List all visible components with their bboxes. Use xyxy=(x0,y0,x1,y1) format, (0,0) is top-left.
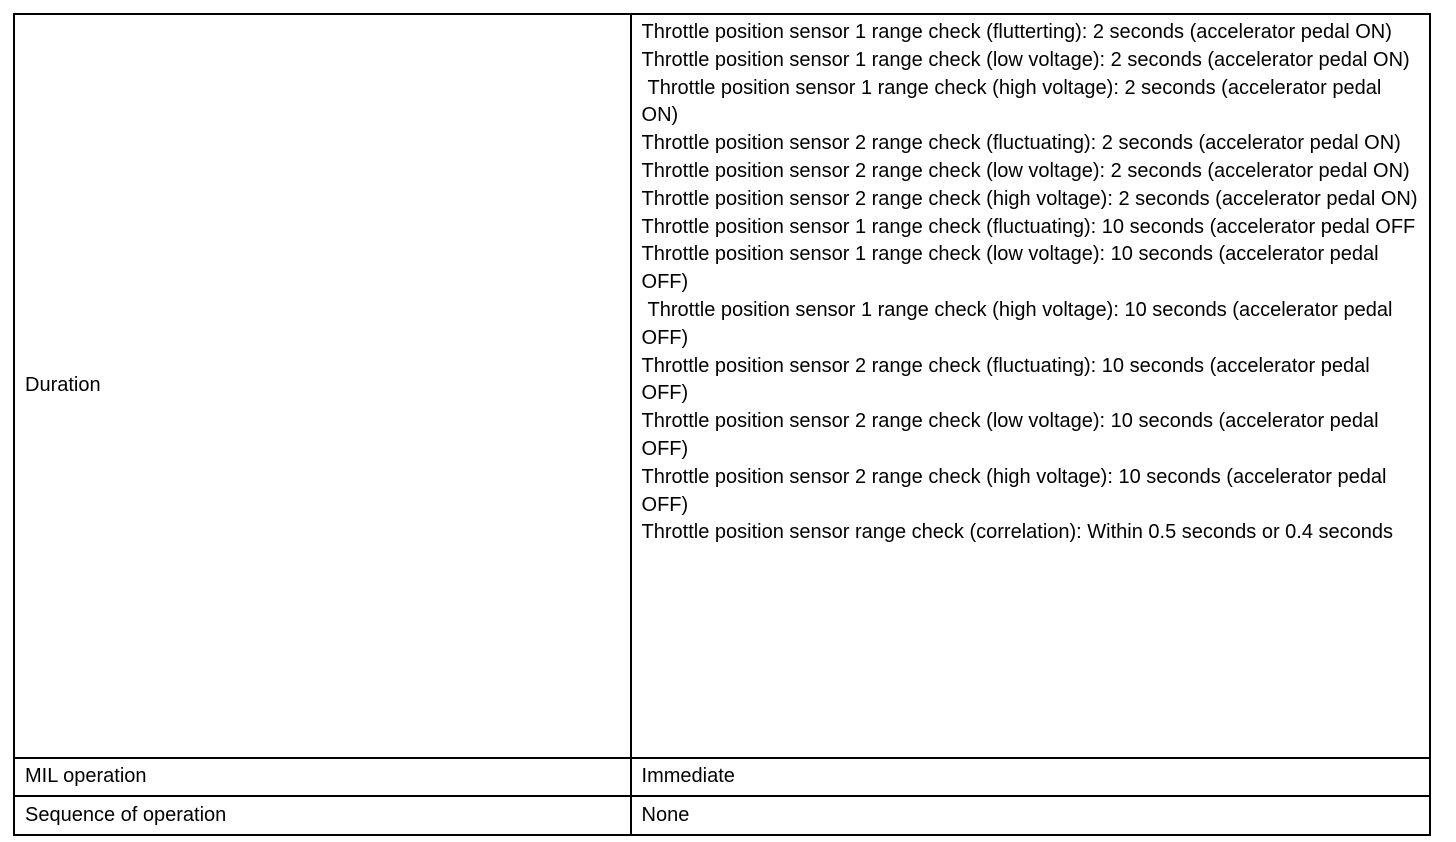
duration-line-3: Throttle position sensor 1 range check (… xyxy=(641,76,1382,127)
mil-operation-label: MIL operation xyxy=(13,757,632,797)
duration-line-4: Throttle position sensor 2 range check (… xyxy=(641,132,1401,155)
sequence-of-operation-value: None xyxy=(629,795,1432,836)
duration-line-13: Throttle position sensor range check (co… xyxy=(641,521,1394,544)
duration-line-11: Throttle position sensor 2 range check (… xyxy=(641,410,1379,460)
duration-line-5: Throttle position sensor 2 range check (… xyxy=(641,159,1410,182)
duration-line-6: Throttle position sensor 2 range check (… xyxy=(641,187,1418,210)
mil-operation-row: MIL operation Immediate xyxy=(13,757,1432,797)
mil-operation-value: Immediate xyxy=(629,757,1432,797)
duration-label: Duration xyxy=(13,13,632,759)
duration-line-7: Throttle position sensor 1 range check (… xyxy=(641,215,1416,238)
duration-line-9: Throttle position sensor 1 range check (… xyxy=(641,298,1393,349)
duration-line-10: Throttle position sensor 2 range check (… xyxy=(641,354,1370,405)
duration-line-1: Throttle position sensor 1 range check (… xyxy=(641,21,1392,43)
specification-table: Duration Throttle position sensor 1 rang… xyxy=(13,13,1432,836)
duration-value: Throttle position sensor 1 range check (… xyxy=(629,13,1432,759)
duration-row: Duration Throttle position sensor 1 rang… xyxy=(13,13,1432,759)
sequence-of-operation-row: Sequence of operation None xyxy=(13,795,1432,836)
duration-line-2: Throttle position sensor 1 range check (… xyxy=(641,48,1410,71)
duration-line-12: Throttle position sensor 2 range check (… xyxy=(641,465,1387,516)
sequence-of-operation-label: Sequence of operation xyxy=(13,795,632,836)
duration-line-8: Throttle position sensor 1 range check (… xyxy=(641,243,1379,294)
